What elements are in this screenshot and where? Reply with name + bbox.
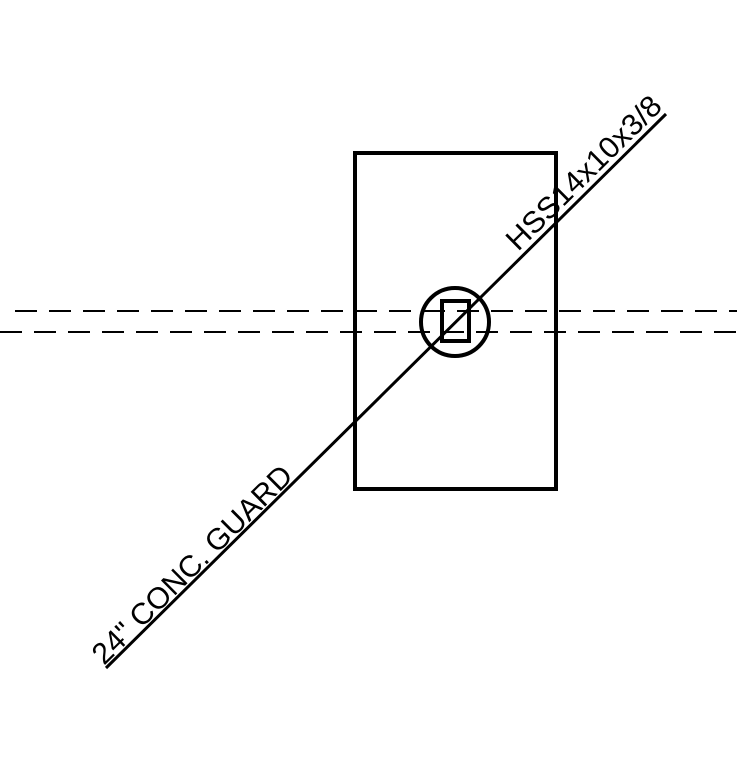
hss-label: HSS14x10x3/8 — [500, 89, 669, 257]
hss-section-square — [440, 299, 471, 343]
post-circle — [419, 286, 491, 358]
diagonal-leader-line — [104, 112, 668, 670]
guard-label: 24" CONC. GUARD — [86, 459, 300, 671]
footing-outline — [353, 151, 558, 491]
